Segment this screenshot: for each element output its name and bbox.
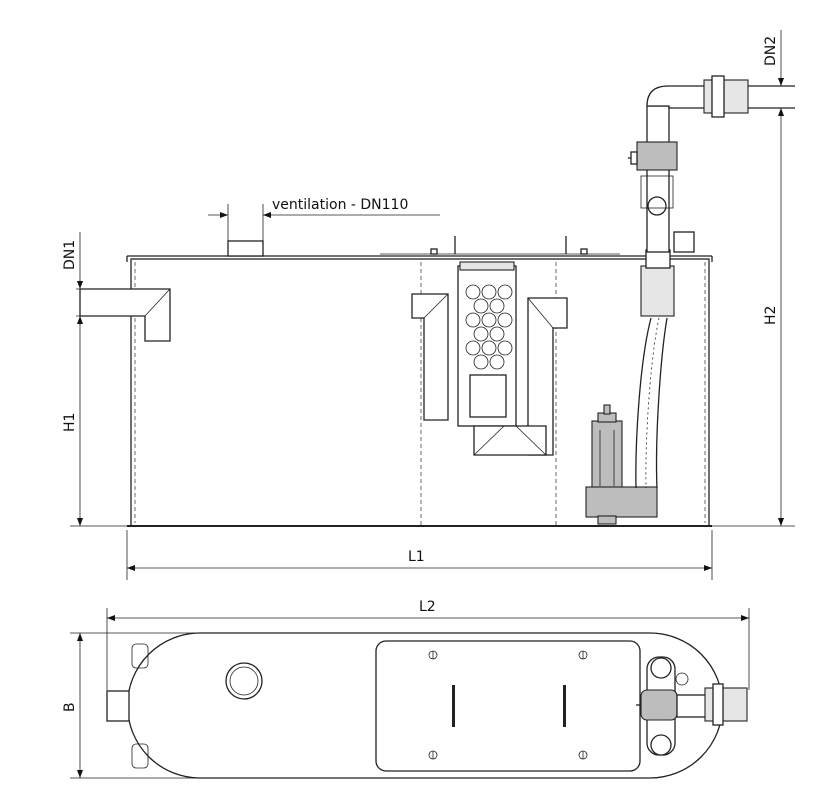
filter-hole bbox=[465, 312, 481, 328]
ventilation-opening-plan bbox=[225, 662, 263, 700]
manhole-cover bbox=[375, 640, 641, 772]
filter-hole bbox=[489, 298, 505, 314]
side-view: ventilation - DN110 bbox=[62, 30, 795, 580]
tank-body bbox=[126, 236, 713, 527]
l2-label: L2 bbox=[419, 599, 436, 615]
filter-hole bbox=[489, 354, 505, 370]
filter-hole bbox=[465, 340, 481, 356]
discharge-hose bbox=[635, 317, 668, 489]
top-view: L2 B bbox=[62, 599, 750, 779]
pump-outlet-plan bbox=[636, 656, 748, 756]
filter-hole bbox=[497, 340, 513, 356]
inlet-elbow bbox=[79, 288, 171, 342]
submersible-pump bbox=[585, 404, 658, 525]
ventilation-label: ventilation - DN110 bbox=[272, 197, 408, 213]
dn2-label: DN2 bbox=[763, 36, 779, 66]
l1-dimension bbox=[126, 530, 713, 580]
filter-hole bbox=[481, 284, 497, 300]
baffle-left bbox=[411, 293, 449, 421]
l1-label: L1 bbox=[408, 549, 425, 565]
h2-dimension bbox=[712, 108, 795, 527]
dn1-dimension bbox=[76, 232, 127, 326]
filter-hole bbox=[497, 284, 513, 300]
h1-label: H1 bbox=[62, 413, 78, 432]
inlet-stub-plan bbox=[106, 690, 130, 722]
filter-hole bbox=[473, 326, 489, 342]
filter-hole bbox=[473, 298, 489, 314]
b-label: B bbox=[62, 702, 78, 712]
h1-dimension bbox=[70, 326, 127, 527]
discharge-riser bbox=[628, 75, 795, 317]
h2-label: H2 bbox=[763, 306, 779, 325]
dn1-label: DN1 bbox=[62, 240, 78, 270]
filter-hole bbox=[481, 340, 497, 356]
dn2-dimension bbox=[778, 30, 784, 86]
tank-plan-outline bbox=[126, 632, 724, 779]
b-dimension bbox=[70, 632, 200, 779]
filter-hole bbox=[481, 312, 497, 328]
ventilation-pipe bbox=[208, 204, 440, 257]
filter-hole bbox=[497, 312, 513, 328]
filter-hole bbox=[489, 326, 505, 342]
filter-hole bbox=[465, 284, 481, 300]
coalescing-filter bbox=[457, 261, 547, 456]
filter-hole bbox=[473, 354, 489, 370]
l2-dimension bbox=[106, 608, 750, 690]
